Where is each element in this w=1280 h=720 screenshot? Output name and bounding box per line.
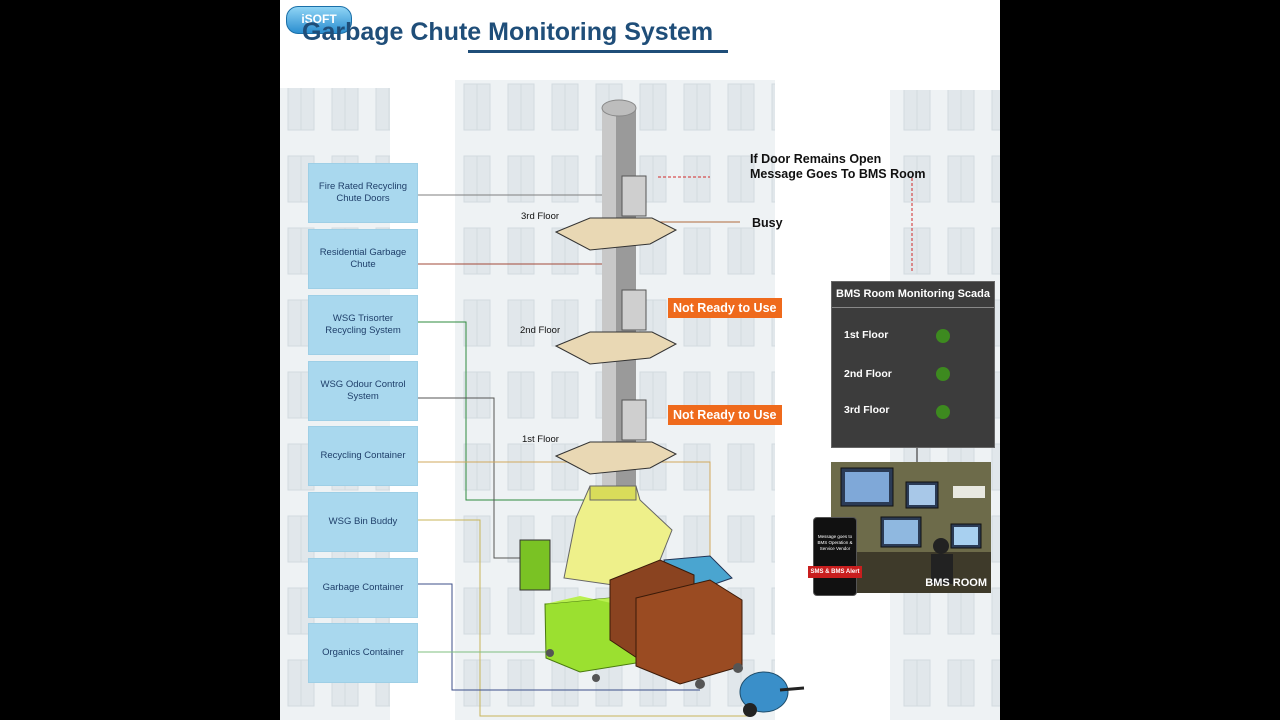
label-organics-container: Organics Container: [308, 623, 418, 683]
status-led-1st-floor: [936, 329, 950, 343]
phone-message: Message goes to BMS Operation & Service …: [817, 534, 853, 551]
label-odour-control-system: WSG Odour Control System: [308, 361, 418, 421]
diagram-canvas: iSOFT Garbage Chute Monitoring System Fi…: [280, 0, 1000, 720]
status-led-2nd-floor: [936, 367, 950, 381]
label-recycling-container: Recycling Container: [308, 426, 418, 486]
page-title: Garbage Chute Monitoring System: [302, 18, 714, 46]
status-not-ready-2nd-floor: Not Ready to Use: [668, 298, 782, 318]
door-open-note-line1: If Door Remains Open: [750, 152, 882, 166]
title-underline: [468, 50, 728, 53]
sms-alert-badge: SMS & BMS Alert: [808, 566, 862, 578]
scada-row-3rd-floor: 3rd Floor: [844, 404, 890, 416]
label-trisorter-recycling-system: WSG Trisorter Recycling System: [308, 295, 418, 355]
status-led-3rd-floor: [936, 405, 950, 419]
door-open-note: If Door Remains Open Message Goes To BMS…: [750, 152, 926, 182]
label-residential-garbage-chute: Residential Garbage Chute: [308, 229, 418, 289]
bms-scada-panel: BMS Room Monitoring Scada 1st Floor 2nd …: [831, 281, 995, 448]
phone-device: Message goes to BMS Operation & Service …: [808, 517, 862, 596]
floor-label-1st: 1st Floor: [522, 434, 559, 445]
bms-room-illustration: [831, 462, 991, 593]
floor-label-2nd: 2nd Floor: [520, 325, 561, 336]
busy-label: Busy: [752, 216, 783, 230]
bms-room-label: BMS ROOM: [925, 577, 987, 589]
scada-row-1st-floor: 1st Floor: [844, 329, 889, 341]
scada-title: BMS Room Monitoring Scada: [832, 282, 994, 308]
status-not-ready-1st-floor: Not Ready to Use: [668, 405, 782, 425]
scada-row-2nd-floor: 2nd Floor: [844, 368, 892, 380]
isoft-logo: iSOFT: [286, 6, 352, 34]
floor-label-3rd: 3rd Floor: [521, 211, 560, 222]
label-bin-buddy: WSG Bin Buddy: [308, 492, 418, 552]
label-fire-rated-chute-doors: Fire Rated Recycling Chute Doors: [308, 163, 418, 223]
label-garbage-container: Garbage Container: [308, 558, 418, 618]
door-open-note-line2: Message Goes To BMS Room: [750, 167, 926, 181]
